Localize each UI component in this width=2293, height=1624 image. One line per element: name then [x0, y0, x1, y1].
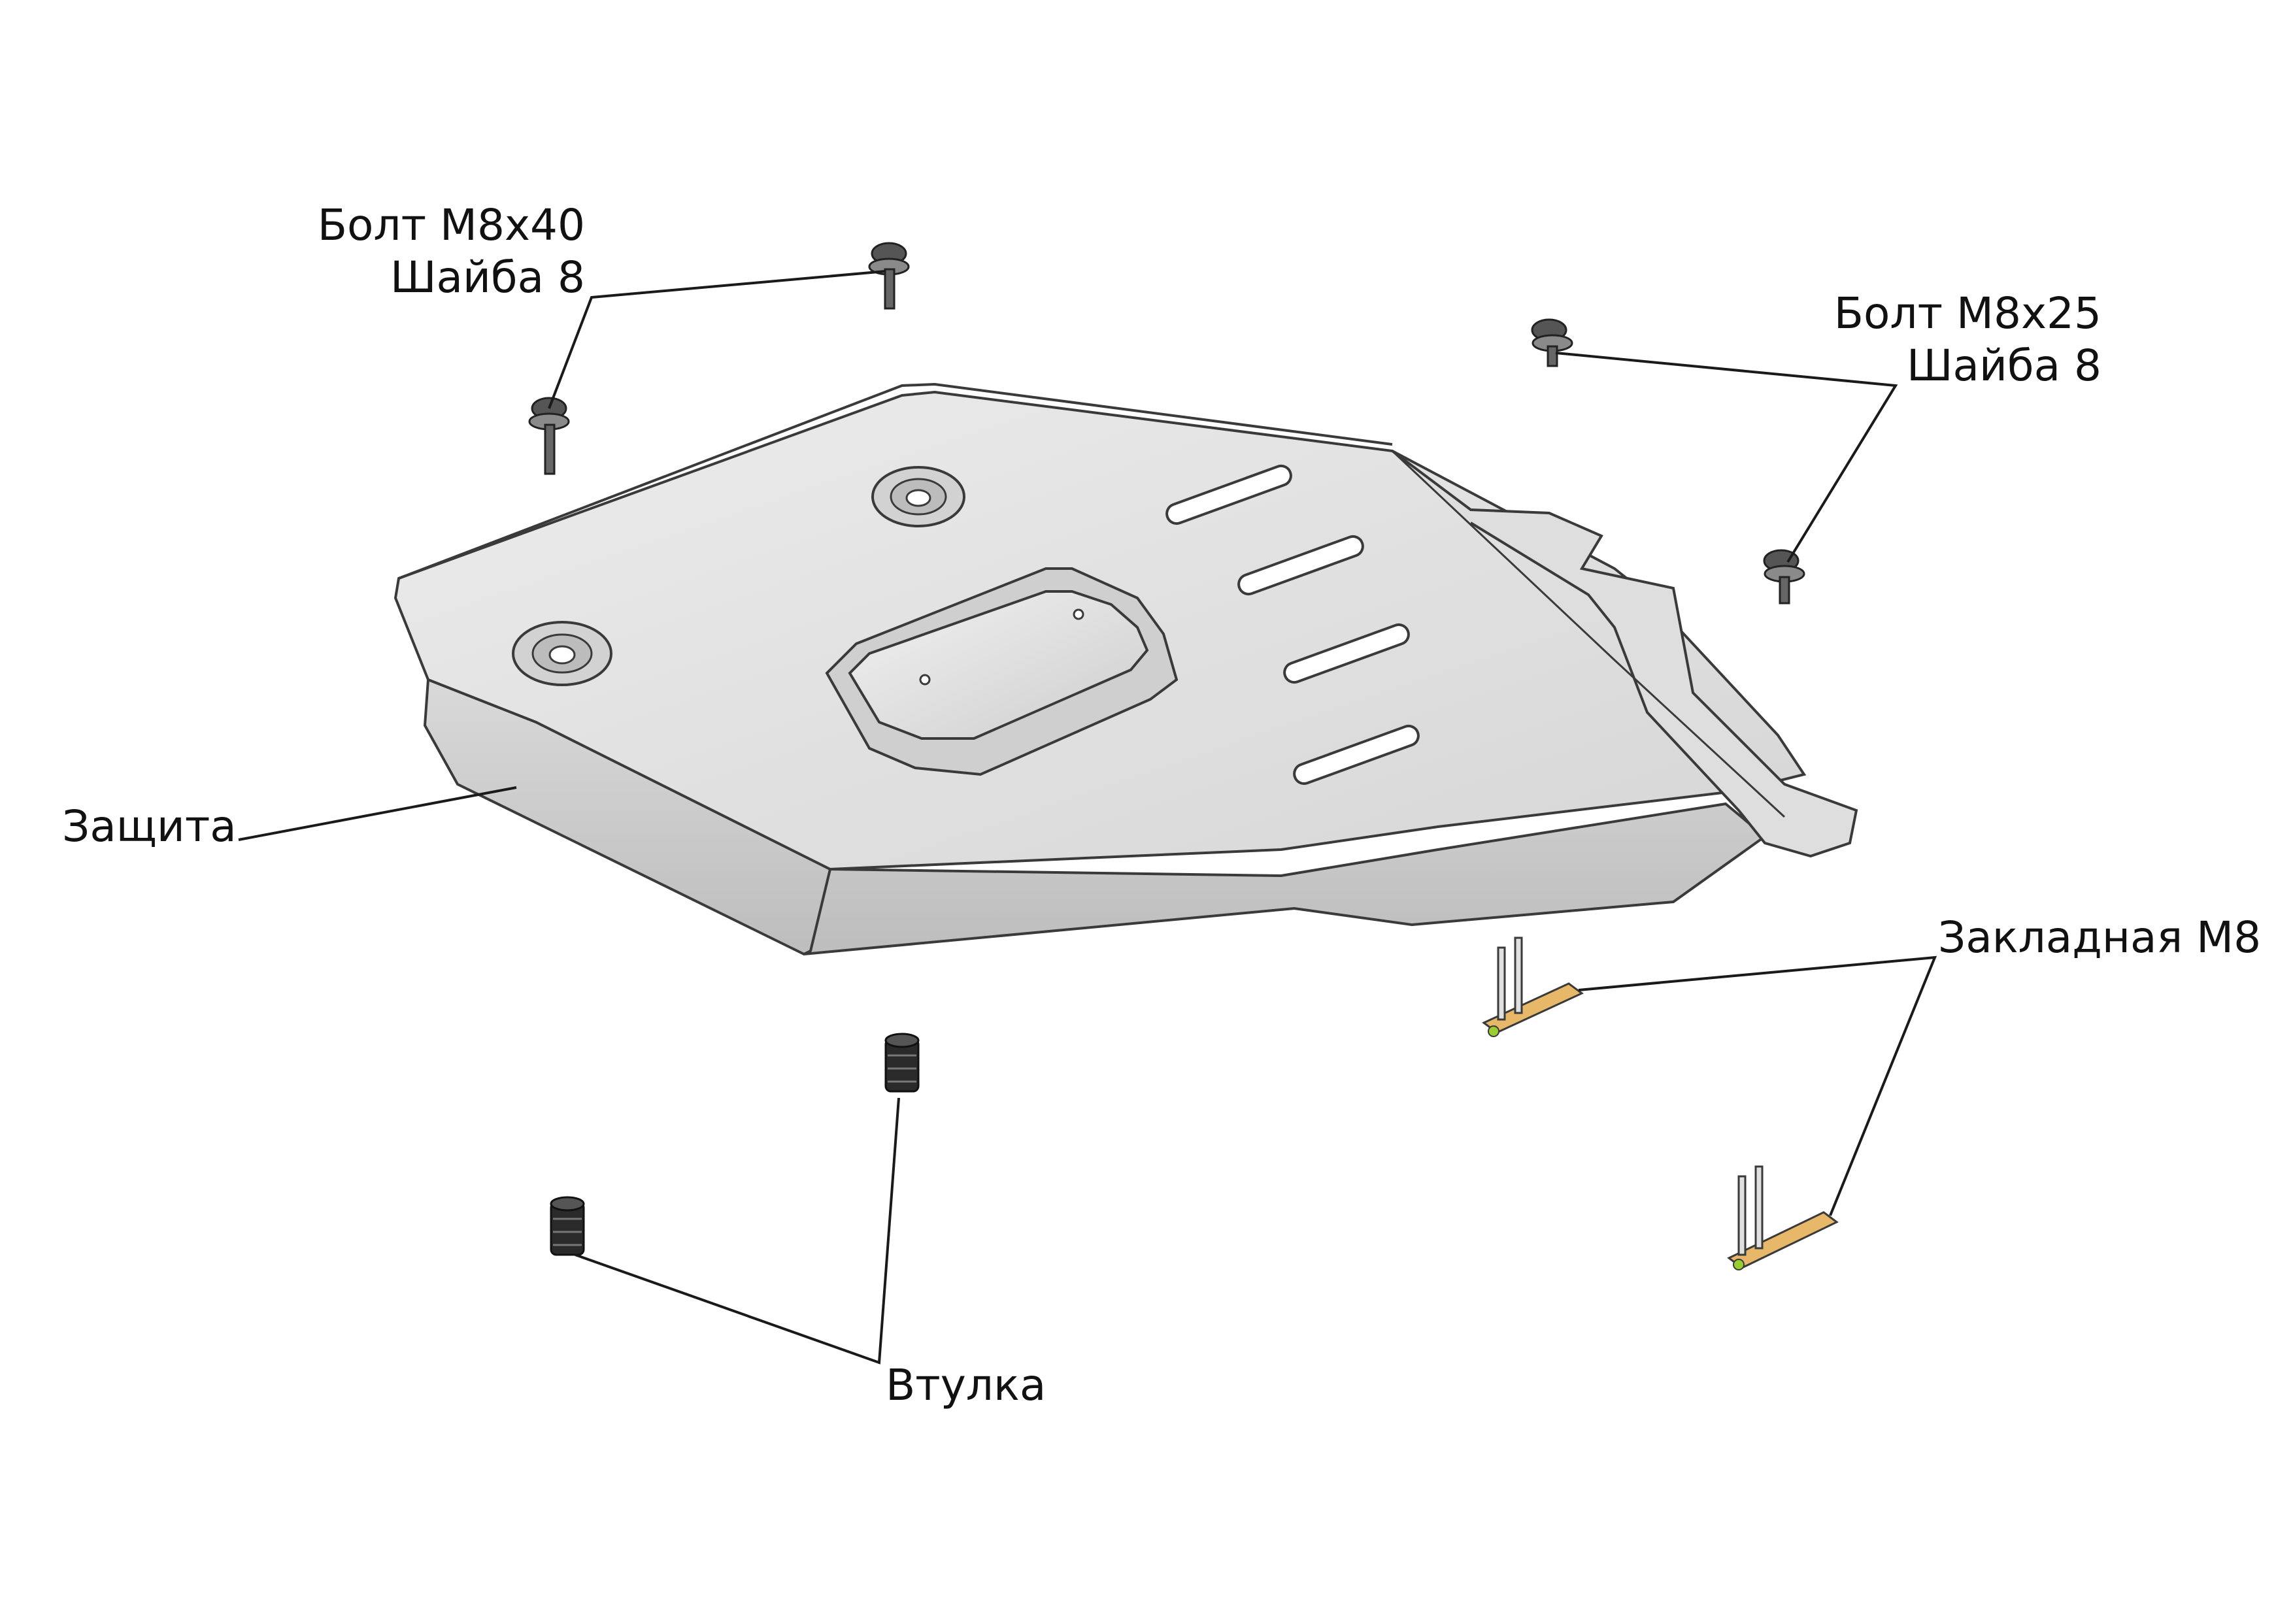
guard-plate	[393, 382, 1858, 956]
leader-bolt-m8x40	[548, 270, 886, 409]
bolt-m8x25	[1531, 318, 1573, 367]
label-bushing: Втулка	[886, 1360, 1046, 1410]
bolt-m8x40	[868, 242, 910, 310]
bushing	[884, 1033, 920, 1093]
mounting-boss	[512, 621, 612, 686]
vent-slot	[1165, 464, 1292, 525]
guard-front-lip	[803, 869, 831, 955]
mounting-boss	[871, 466, 965, 527]
label-washer-8-right: Шайба 8	[1906, 340, 2101, 391]
leader-guard	[238, 786, 517, 841]
guard-side-wall	[423, 678, 1767, 956]
guard-rear-rim	[398, 382, 1393, 580]
leader-embedded-nut	[1578, 955, 1937, 1216]
leader-bushing	[575, 1097, 900, 1365]
vent-slot	[1283, 623, 1410, 684]
embedded-nut-m8	[1482, 936, 1584, 1037]
label-bolt-m8x25: Болт М8х25	[1833, 288, 2101, 339]
guard-flange-crease	[1391, 450, 1786, 818]
bolt-m8x25	[1763, 549, 1805, 605]
label-washer-8-left: Шайба 8	[390, 252, 585, 303]
embedded-nut-m8	[1727, 1165, 1839, 1270]
label-bolt-m8x40: Болт М8х40	[317, 200, 585, 250]
ventilation-slots	[1165, 464, 1420, 786]
bolt-m8x40	[528, 397, 570, 475]
guard-raised-pad-top	[848, 590, 1149, 740]
label-embedded-nut-m8: Закладная М8	[1938, 912, 2262, 963]
vent-slot	[1293, 724, 1420, 786]
guard-right-flange	[1391, 450, 1858, 858]
leader-bolt-m8x25	[1555, 352, 1898, 563]
vent-slot	[1237, 535, 1364, 596]
pad-hole	[1073, 608, 1084, 620]
pad-hole	[919, 674, 931, 686]
leader-lines	[238, 270, 1937, 1365]
bushing	[550, 1196, 585, 1256]
label-guard: Защита	[62, 801, 237, 852]
